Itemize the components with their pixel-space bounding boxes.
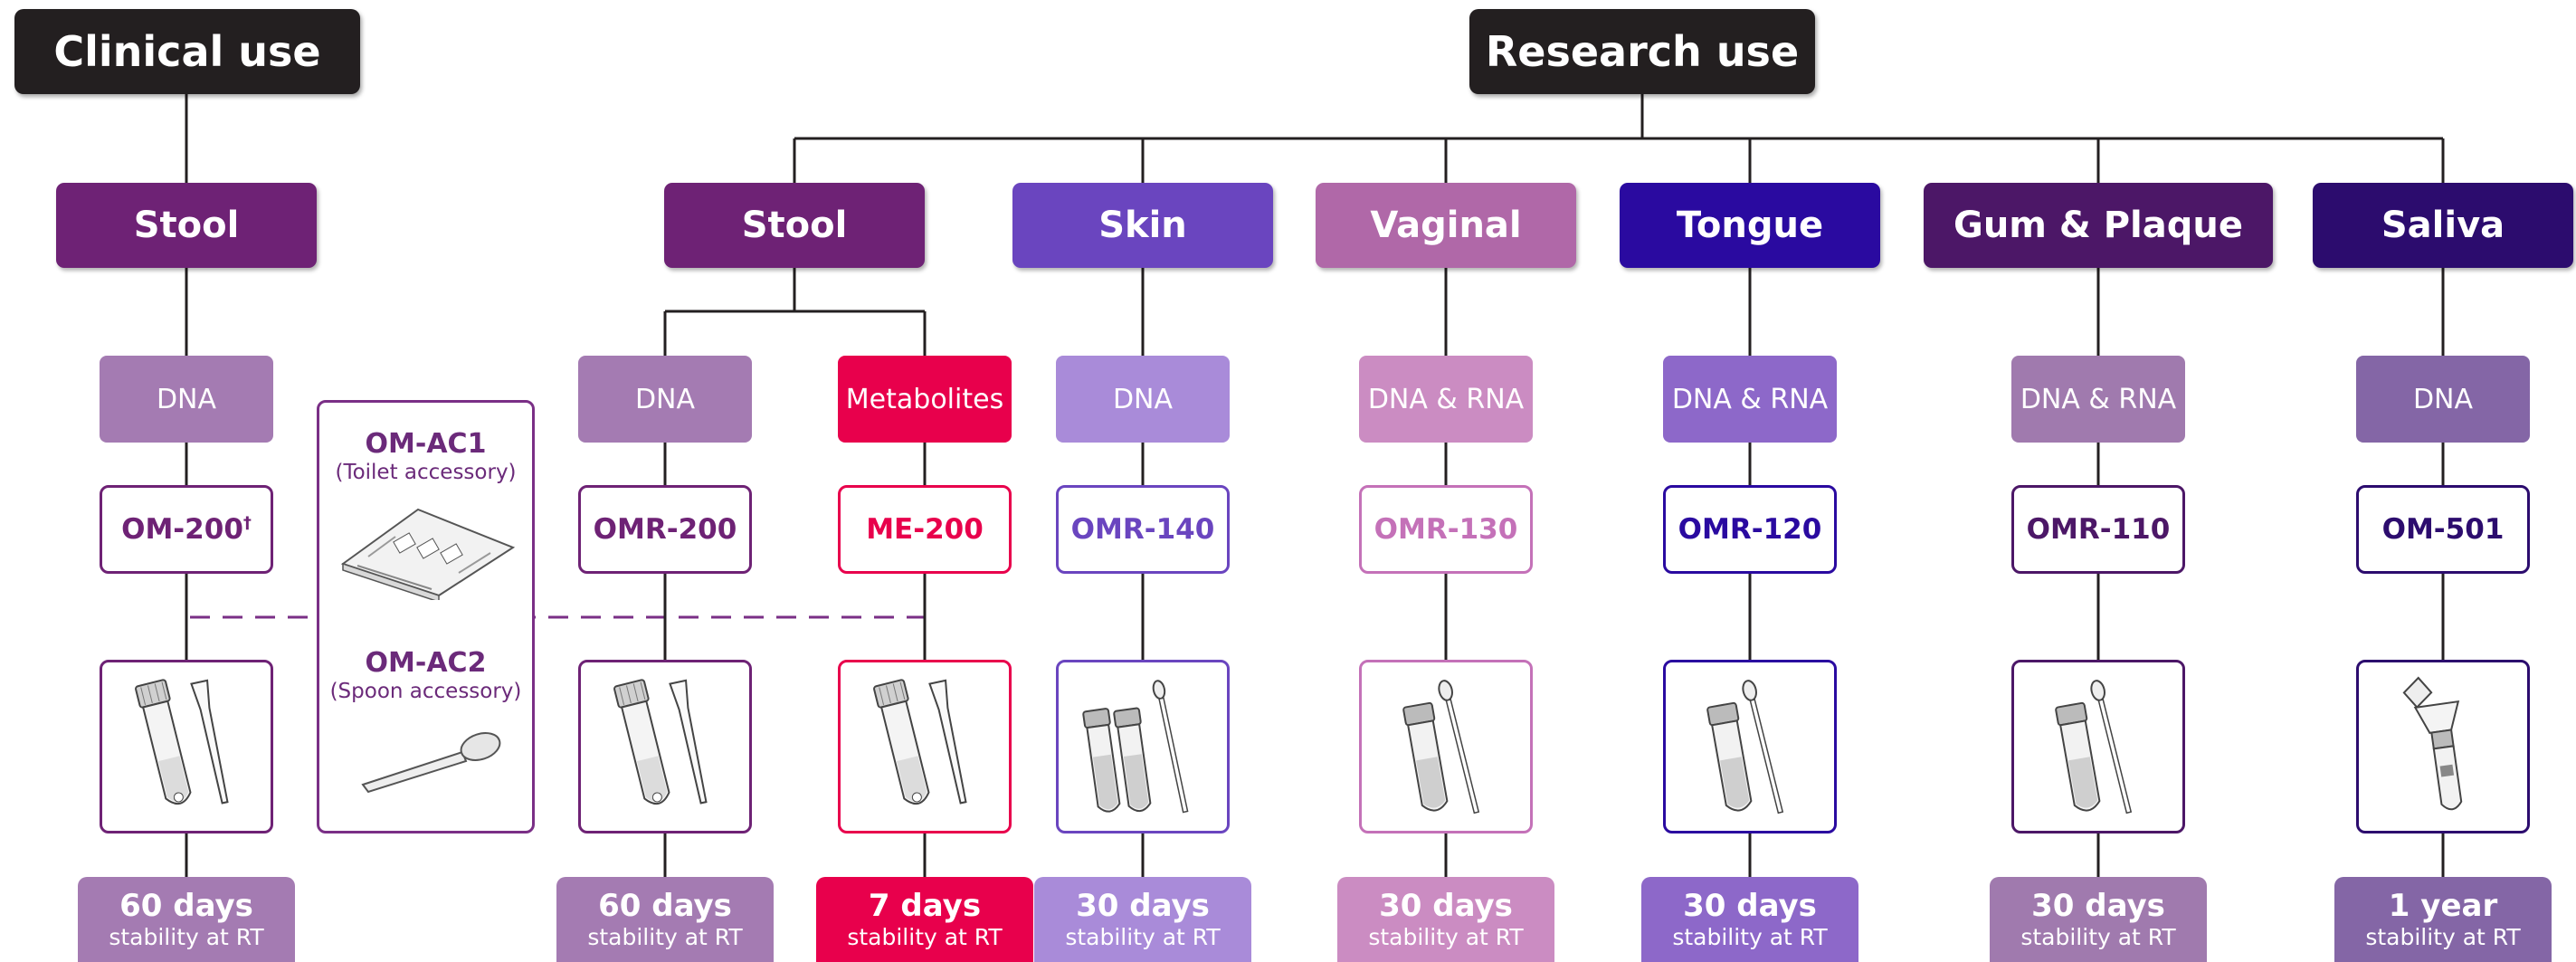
analyte-label: DNA	[156, 383, 217, 415]
product-code: OMR-130	[1374, 513, 1518, 546]
analyte-label: DNA	[634, 383, 696, 415]
tube-and-spatula-icon	[593, 668, 737, 825]
analyte-box: DNA & RNA	[1359, 356, 1533, 443]
clinical-use-header: Clinical use	[14, 9, 360, 94]
category-2: Skin	[1012, 183, 1273, 268]
product-code: ME-200	[866, 513, 984, 546]
tube-and-swab-icon	[1374, 668, 1518, 825]
device-box	[1663, 660, 1837, 833]
accessory-ac1-title: OM-AC1	[365, 428, 487, 460]
product-box: OMR-140	[1056, 485, 1230, 574]
research-use-header: Research use	[1469, 9, 1815, 94]
product-footnote-mark: †	[242, 513, 252, 533]
category-label: Skin	[1098, 205, 1187, 246]
accessory-ac2-title: OM-AC2	[365, 647, 487, 679]
stability-note: stability at RT	[109, 924, 264, 950]
product-code: OMR-110	[2026, 513, 2171, 546]
category-label: Tongue	[1676, 205, 1824, 246]
category-label: Vaginal	[1370, 205, 1522, 246]
analyte-label: DNA & RNA	[2020, 383, 2177, 415]
accessory-ac2-subtitle: (Spoon accessory)	[329, 680, 522, 703]
category-label: Saliva	[2381, 205, 2505, 246]
category-3: Vaginal	[1316, 183, 1576, 268]
product-box: OM-501	[2356, 485, 2530, 574]
category-0: Stool	[56, 183, 317, 268]
tube-and-spatula-icon	[852, 668, 997, 825]
stability-duration: 60 days	[119, 888, 253, 924]
analyte-box: DNA	[2356, 356, 2530, 443]
stability-note: stability at RT	[587, 924, 743, 950]
tube-and-spatula-icon	[114, 668, 259, 825]
analyte-box: DNA & RNA	[2011, 356, 2185, 443]
stability-note: stability at RT	[2365, 924, 2521, 950]
clinical-use-label: Clinical use	[53, 27, 321, 76]
stability-box: 30 days stability at RT	[1641, 877, 1858, 962]
product-code: OM-200	[121, 513, 243, 546]
stability-duration: 30 days	[1683, 888, 1817, 924]
product-code: OM-501	[2381, 513, 2505, 546]
device-box	[1359, 660, 1533, 833]
device-box	[838, 660, 1012, 833]
device-box	[2356, 660, 2530, 833]
stability-box: 30 days stability at RT	[1990, 877, 2207, 962]
analyte-box: DNA	[1056, 356, 1230, 443]
product-code: OMR-140	[1070, 513, 1215, 546]
category-4: Tongue	[1620, 183, 1880, 268]
product-box: OMR-200	[578, 485, 752, 574]
analyte-label: Metabolites	[845, 383, 1004, 415]
accessory-ac1-subtitle: (Toilet accessory)	[335, 461, 517, 484]
research-use-label: Research use	[1485, 27, 1800, 76]
product-box: ME-200	[838, 485, 1012, 574]
analyte-box: DNA	[578, 356, 752, 443]
stability-duration: 30 days	[1379, 888, 1513, 924]
stability-duration: 60 days	[598, 888, 732, 924]
product-code: OMR-120	[1678, 513, 1822, 546]
category-label: Gum & Plaque	[1953, 205, 2243, 246]
category-5: Gum & Plaque	[1924, 183, 2273, 268]
spoon-icon	[361, 732, 501, 794]
stability-duration: 30 days	[2031, 888, 2165, 924]
stability-box: 7 days stability at RT	[816, 877, 1033, 962]
analyte-box: DNA	[100, 356, 273, 443]
stability-box: 60 days stability at RT	[556, 877, 774, 962]
analyte-label: DNA	[2412, 383, 2474, 415]
analyte-label: DNA	[1112, 383, 1174, 415]
stability-duration: 7 days	[868, 888, 982, 924]
category-label: Stool	[133, 205, 240, 246]
stability-box: 30 days stability at RT	[1034, 877, 1251, 962]
tube-and-swab-icon	[1678, 668, 1822, 825]
stability-note: stability at RT	[1368, 924, 1524, 950]
tube-and-swab-icon	[2026, 668, 2171, 825]
analyte-label: DNA & RNA	[1367, 383, 1525, 415]
stability-note: stability at RT	[1065, 924, 1221, 950]
category-1: Stool	[664, 183, 925, 268]
toilet-accessory-sheet-icon	[340, 508, 516, 600]
stability-duration: 30 days	[1076, 888, 1210, 924]
two-tubes-and-swab-icon	[1070, 668, 1215, 825]
device-box	[2011, 660, 2185, 833]
saliva-funnel-tube-icon	[2371, 668, 2515, 825]
product-box: OM-200†	[100, 485, 273, 574]
stability-duration: 1 year	[2388, 888, 2498, 924]
stability-box: 60 days stability at RT	[78, 877, 295, 962]
device-box	[100, 660, 273, 833]
device-box	[578, 660, 752, 833]
stability-note: stability at RT	[2020, 924, 2176, 950]
product-box: OMR-110	[2011, 485, 2185, 574]
stability-box: 1 year stability at RT	[2334, 877, 2552, 962]
category-6: Saliva	[2313, 183, 2573, 268]
stability-note: stability at RT	[1672, 924, 1828, 950]
analyte-box: Metabolites	[838, 356, 1012, 443]
stability-note: stability at RT	[847, 924, 1003, 950]
category-label: Stool	[741, 205, 848, 246]
analyte-box: DNA & RNA	[1663, 356, 1837, 443]
product-code: OMR-200	[593, 513, 737, 546]
stability-box: 30 days stability at RT	[1337, 877, 1554, 962]
product-box: OMR-130	[1359, 485, 1533, 574]
accessory-panel: OM-AC1 (Toilet accessory) OM-AC2 (Spoon …	[317, 400, 535, 833]
analyte-label: DNA & RNA	[1671, 383, 1829, 415]
product-box: OMR-120	[1663, 485, 1837, 574]
device-box	[1056, 660, 1230, 833]
